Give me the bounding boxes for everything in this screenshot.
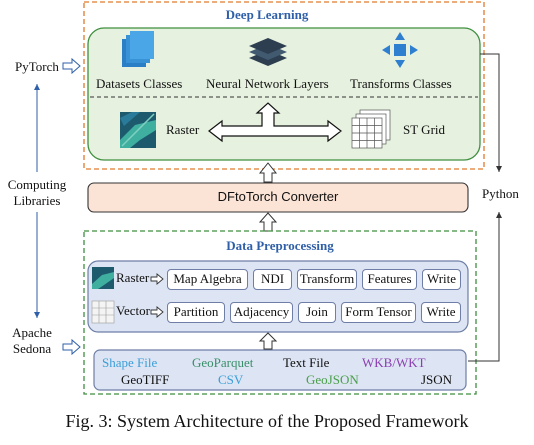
op-adjacency: Adjacency	[230, 302, 293, 323]
raster-label: Raster	[166, 122, 200, 137]
raster-op-arrow	[150, 273, 164, 285]
format-shape-file: Shape File	[102, 355, 158, 370]
up-arrow-formats-to-ops	[258, 332, 278, 350]
op-ndi: NDI	[253, 269, 292, 290]
format-text-file: Text File	[283, 355, 330, 370]
transforms-icon	[382, 32, 418, 68]
datasets-label: Datasets Classes	[96, 76, 183, 91]
format-csv: CSV	[218, 372, 244, 387]
pytorch-arrow	[62, 57, 81, 75]
raster-row-label: Raster	[116, 270, 150, 285]
sedona-arrow	[62, 338, 81, 356]
nn-layers-label: Neural Network Layers	[206, 76, 329, 91]
format-json: JSON	[421, 372, 453, 387]
op-raster-write: Write	[422, 269, 461, 290]
figure-caption: Fig. 3: System Architecture of the Propo…	[65, 411, 469, 431]
op-vector-write: Write	[421, 302, 461, 323]
raster-image-icon	[120, 112, 156, 148]
format-wkb-wkt: WKB/WKT	[362, 355, 426, 370]
deep-learning-title: Deep Learning	[225, 7, 309, 22]
converter-box	[87, 182, 469, 213]
up-arrow-dp-to-converter	[258, 212, 278, 232]
formats-panel	[93, 349, 467, 391]
python-label: Python	[482, 186, 519, 201]
data-preprocessing-title: Data Preprocessing	[226, 238, 334, 253]
pytorch-label: PyTorch	[15, 59, 59, 74]
layers-icon	[249, 38, 287, 66]
computing-libraries-label: Computing Libraries	[7, 177, 67, 208]
data-preprocessing-frame	[83, 230, 477, 395]
op-partition: Partition	[167, 302, 225, 323]
deep-learning-frame	[83, 1, 485, 170]
format-geoparquet: GeoParquet	[192, 355, 254, 370]
transforms-label: Transforms Classes	[350, 76, 452, 91]
apache-sedona-label: Apache Sedona	[12, 325, 52, 356]
op-features: Features	[362, 269, 417, 290]
op-transform: Transform	[297, 269, 357, 290]
vector-op-arrow	[150, 306, 164, 318]
up-arrow-converter-to-dl	[258, 162, 278, 183]
op-form-tensor: Form Tensor	[341, 302, 416, 323]
vector-small-icon	[91, 300, 115, 324]
converter-label: DFtoTorch Converter	[217, 189, 339, 204]
format-geojson: GeoJSON	[306, 372, 359, 387]
st-grid-label: ST Grid	[403, 122, 446, 137]
datasets-icon	[122, 31, 154, 67]
raster-small-icon	[92, 267, 114, 289]
st-grid-icon	[351, 109, 391, 149]
format-geotiff: GeoTIFF	[121, 372, 170, 387]
op-map-algebra: Map Algebra	[167, 269, 248, 290]
op-join: Join	[298, 302, 336, 323]
raster-stgrid-arrow	[208, 102, 342, 143]
python-arrows	[468, 53, 502, 362]
vector-row-label: Vector	[116, 303, 150, 318]
